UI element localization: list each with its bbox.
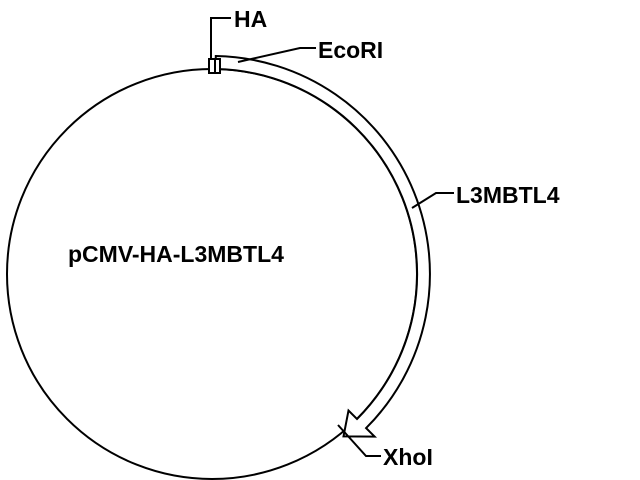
insert-label: L3MBTL4 (456, 182, 560, 208)
xhoi-label: XhoI (383, 444, 433, 470)
ha-label: HA (234, 6, 267, 32)
plasmid-name: pCMV-HA-L3MBTL4 (68, 241, 284, 267)
ecori-leader-line (237, 47, 316, 63)
insert-arrow (214, 54, 431, 438)
xhoi-leader-line (337, 424, 381, 457)
ecori-label: EcoRI (318, 37, 383, 63)
ha-leader-line (210, 17, 231, 59)
insert-leader-line (411, 192, 454, 209)
